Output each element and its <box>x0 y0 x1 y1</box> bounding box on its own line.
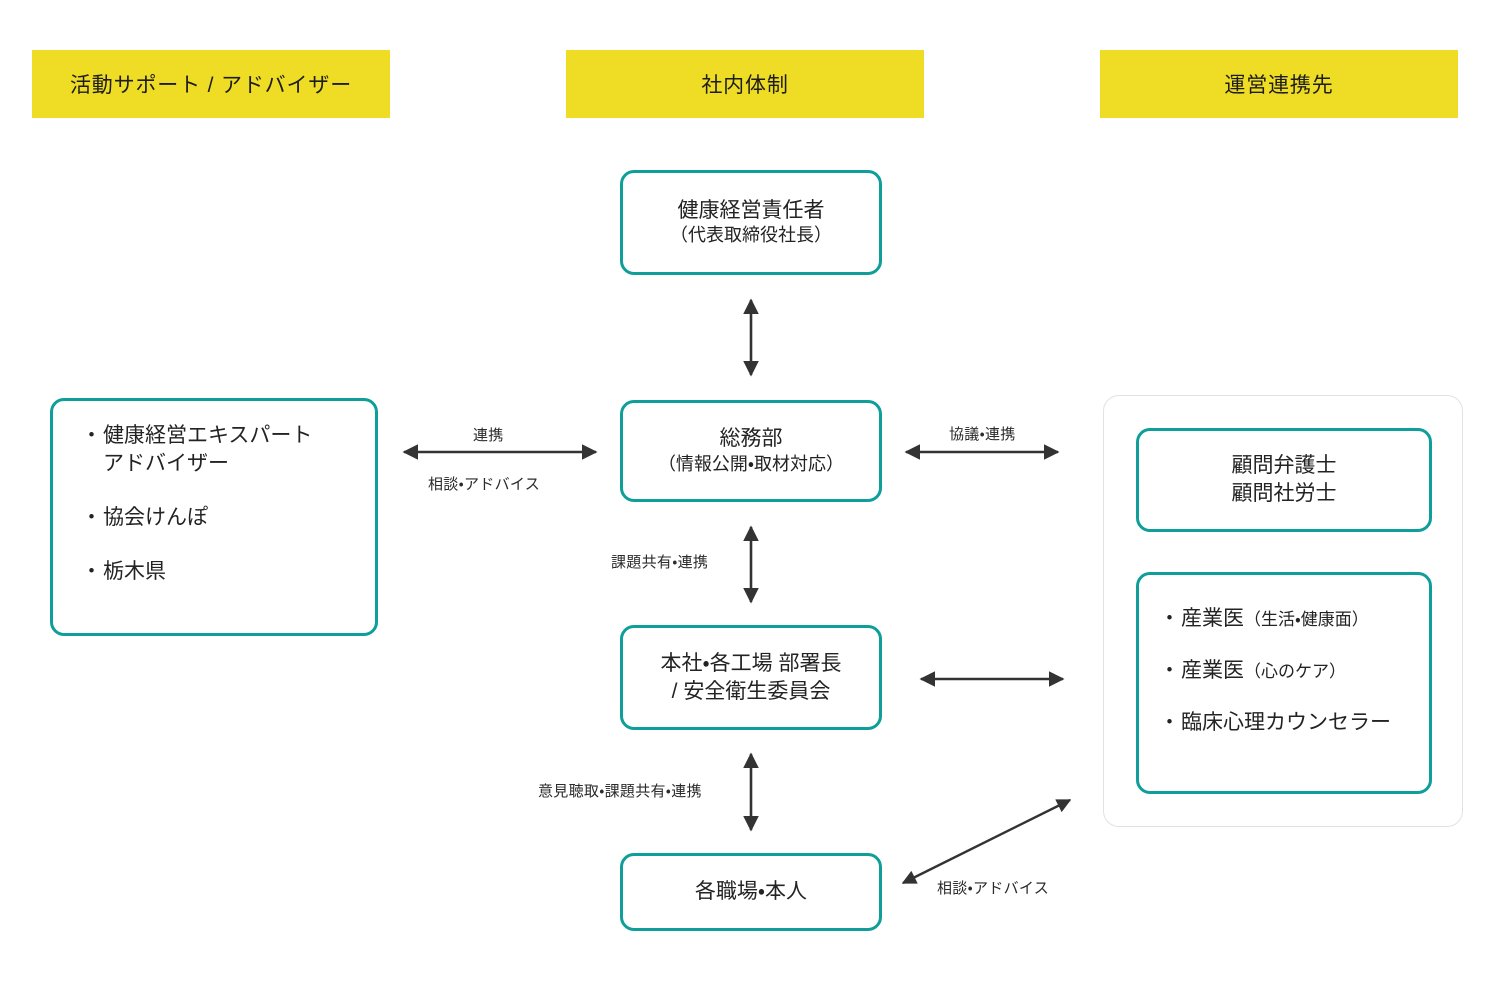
column-header-support-label: 活動サポート / アドバイザー <box>69 74 353 97</box>
node-department-heads[interactable]: 本社・各工場 部署長 / 安全衛生委員会 <box>620 625 882 730</box>
arrow-label-advisors-general-top: 連携 <box>473 427 504 444</box>
arrow-label-dept-work: 意見聴取・課題共有・連携 <box>538 783 702 800</box>
medical-item-sub-0: （生活・健康面） <box>1244 609 1369 629</box>
list-item: 臨床心理カウンセラー <box>1159 709 1415 737</box>
list-item: 協会けんぽ <box>81 504 349 532</box>
node-general-affairs-subtitle: （情報公開・取材対応） <box>657 453 845 474</box>
advisor-item-main-1: 協会けんぽ <box>103 506 208 529</box>
node-health-management-officer[interactable]: 健康経営責任者 （代表取締役社長） <box>620 170 882 275</box>
arrow-label-general-dept: 課題共有・連携 <box>611 554 709 571</box>
node-general-affairs[interactable]: 総務部 （情報公開・取材対応） <box>620 400 882 502</box>
column-header-partners: 運営連携先 <box>1100 50 1458 118</box>
list-item: 産業医（心のケア） <box>1159 657 1415 685</box>
arrow-work-doctors <box>901 798 1072 885</box>
arrow-label-work-doctors: 相談・アドバイス <box>937 880 1050 897</box>
node-legal-advisors[interactable]: 顧問弁護士 顧問社労士 <box>1136 428 1432 532</box>
node-health-management-officer-title: 健康経営責任者 <box>677 198 825 222</box>
column-header-internal: 社内体制 <box>566 50 924 118</box>
medical-staff-bullet-list: 産業医（生活・健康面） 産業医（心のケア） 臨床心理カウンセラー <box>1159 605 1415 761</box>
node-medical-staff-list[interactable]: 産業医（生活・健康面） 産業医（心のケア） 臨床心理カウンセラー <box>1136 572 1432 794</box>
node-advisors-list[interactable]: 健康経営エキスパート アドバイザー 協会けんぽ 栃木県 <box>50 398 378 636</box>
list-item: 栃木県 <box>81 558 349 586</box>
node-general-affairs-title: 総務部 <box>719 427 783 451</box>
medical-item-main-2: 臨床心理カウンセラー <box>1181 711 1391 735</box>
column-header-partners-label: 運営連携先 <box>1224 74 1334 97</box>
advisor-item-wrap-0: アドバイザー <box>103 451 229 475</box>
advisors-bullet-list: 健康経営エキスパート アドバイザー 協会けんぽ 栃木県 <box>81 422 349 613</box>
node-department-heads-line2: / 安全衛生委員会 <box>671 679 831 703</box>
advisor-item-main-2: 栃木県 <box>103 560 166 584</box>
node-legal-advisors-line1: 顧問弁護士 <box>1231 454 1337 478</box>
medical-item-sub-1: （心のケア） <box>1244 661 1346 681</box>
arrow-label-advisors-general-bottom: 相談・アドバイス <box>428 476 541 493</box>
medical-item-main-1: 産業医 <box>1181 658 1244 682</box>
node-workplace-individual-title: 各職場・本人 <box>694 880 808 904</box>
advisor-item-main-0: 健康経営エキスパート <box>103 423 313 447</box>
node-health-management-officer-subtitle: （代表取締役社長） <box>670 225 832 246</box>
column-header-support: 活動サポート / アドバイザー <box>32 50 390 118</box>
node-legal-advisors-line2: 顧問社労士 <box>1231 482 1337 505</box>
node-department-heads-line1: 本社・各工場 部署長 <box>660 651 842 675</box>
arrow-label-general-partners: 協議・連携 <box>949 426 1016 443</box>
list-item: 健康経営エキスパート アドバイザー <box>81 422 349 478</box>
list-item: 産業医（生活・健康面） <box>1159 605 1415 633</box>
medical-item-main-0: 産業医 <box>1181 606 1244 630</box>
node-workplace-individual[interactable]: 各職場・本人 <box>620 853 882 931</box>
column-header-internal-label: 社内体制 <box>701 74 789 97</box>
